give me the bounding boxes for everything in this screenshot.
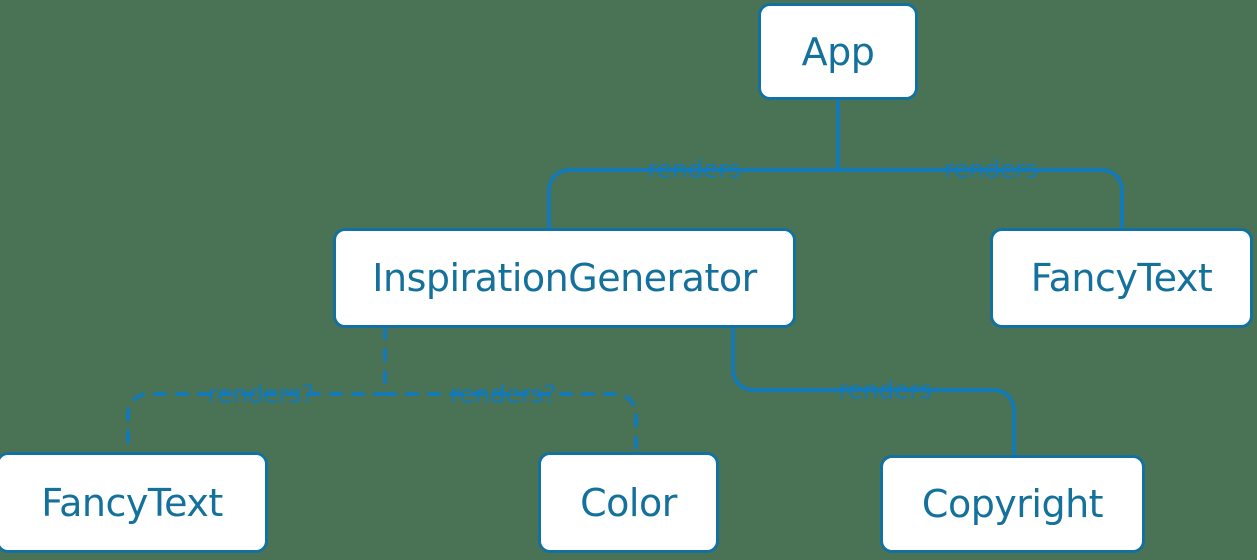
edge-label-inspirationgenerator-fancytext: renders? bbox=[207, 379, 315, 409]
edge-inspirationgenerator-fancytext bbox=[126, 392, 387, 454]
node-color-label: Color bbox=[580, 480, 677, 525]
edge-inspirationgenerator-copyright bbox=[731, 326, 1016, 457]
node-fancytext-top-right[interactable]: FancyText bbox=[990, 228, 1253, 328]
node-fancytext-bottom-left[interactable]: FancyText bbox=[0, 452, 268, 553]
edge-label-inspirationgenerator-copyright: renders bbox=[838, 375, 932, 405]
node-inspirationgenerator-label: InspirationGenerator bbox=[372, 256, 757, 300]
node-inspirationgenerator[interactable]: InspirationGenerator bbox=[333, 228, 796, 328]
node-color[interactable]: Color bbox=[538, 452, 719, 553]
edge-label-app-fancytext: renders bbox=[944, 154, 1038, 184]
edge-app-fancytext bbox=[836, 168, 1124, 230]
edge-app-inspirationgenerator bbox=[547, 168, 840, 230]
node-fancytext-top-right-label: FancyText bbox=[1030, 256, 1213, 300]
edge-label-inspirationgenerator-color: renders? bbox=[449, 379, 557, 409]
edge-inspirationgenerator-color bbox=[383, 392, 638, 454]
node-app[interactable]: App bbox=[758, 3, 918, 100]
node-copyright-label: Copyright bbox=[921, 482, 1104, 526]
node-app-label: App bbox=[801, 29, 875, 74]
node-copyright[interactable]: Copyright bbox=[880, 455, 1145, 553]
edge-label-app-inspirationgenerator: renders bbox=[647, 154, 741, 184]
node-fancytext-bottom-left-label: FancyText bbox=[41, 480, 223, 525]
